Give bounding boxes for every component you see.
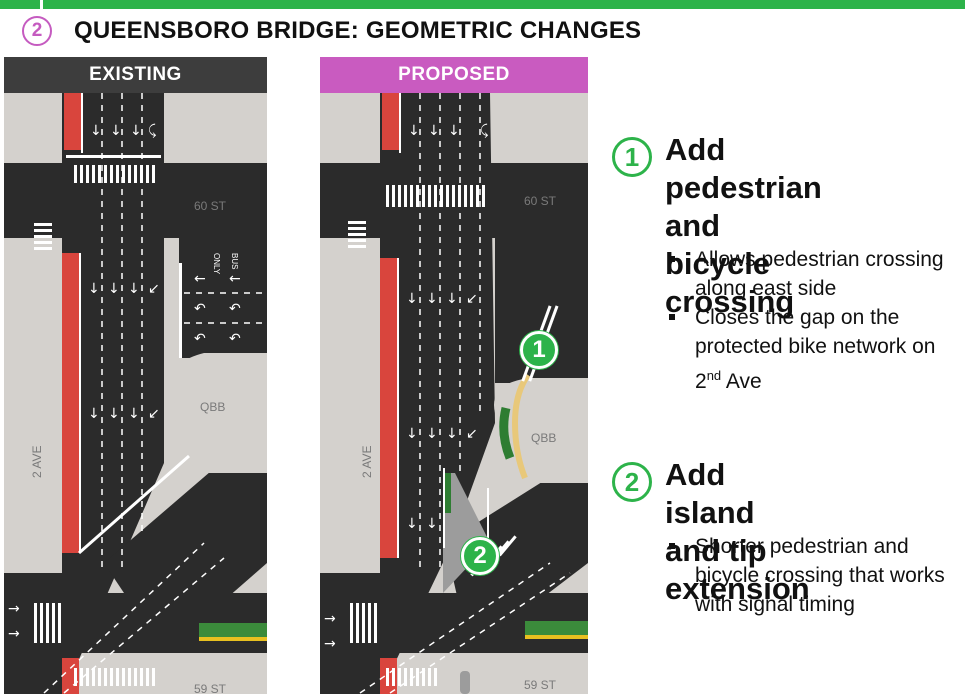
svg-text:→: → [324,636,336,652]
page-title-text: QUEENSBORO BRIDGE: GEOMETRIC CHANGES [74,17,642,44]
svg-text:↓: ↓ [408,123,420,139]
existing-60st-label: 60 ST [194,199,227,213]
top-accent-bar [0,0,965,9]
svg-text:↓: ↓ [108,406,120,422]
svg-text:↓: ↓ [446,291,458,307]
proposed-header: PROPOSED [320,57,588,93]
svg-text:↓: ↓ [446,426,458,442]
existing-panel: EXISTING [4,57,267,694]
svg-text:↓: ↓ [428,123,440,139]
existing-59st-label: 59 ST [194,682,227,694]
svg-text:←: ← [194,271,206,287]
svg-text:↓: ↓ [426,291,438,307]
page-title: 2 QUEENSBORO BRIDGE: GEOMETRIC CHANGES [22,14,641,48]
svg-text:↙: ↙ [148,281,160,297]
svg-text:↓: ↓ [88,406,100,422]
svg-text:↶: ↶ [194,331,206,347]
svg-text:↓: ↓ [130,123,142,139]
svg-text:↓: ↓ [406,516,418,532]
svg-text:↓: ↓ [110,123,122,139]
item-1-bullets: Allows pedestrian crossing along east si… [665,245,965,396]
svg-text:↓: ↓ [426,516,438,532]
svg-text:↙: ↙ [466,291,478,307]
svg-text:→: → [324,611,336,627]
proposed-60st-label: 60 ST [524,194,557,208]
item-2-bullets: Shorter pedestrian and bicycle crossing … [665,532,955,619]
svg-text:↶: ↶ [229,331,241,347]
section-number-badge: 2 [22,16,52,46]
svg-text:↙: ↙ [148,406,160,422]
svg-text:↓: ↓ [406,291,418,307]
pavement-only-marking: ONLY [212,253,221,275]
item-1-bullet-1: Allows pedestrian crossing along east si… [665,245,965,303]
svg-text:⤹: ⤹ [480,123,489,139]
svg-text:↓: ↓ [128,281,140,297]
item-2-heading: Add island and tip extension [665,457,810,606]
svg-text:→: → [8,626,20,642]
item-1-bullet-2: Closes the gap on the protected bike net… [665,303,965,396]
existing-2ave-label: 2 AVE [30,446,44,478]
svg-text:→: → [8,601,20,617]
svg-text:↓: ↓ [406,426,418,442]
svg-text:←: ← [229,271,241,287]
svg-text:↓: ↓ [90,123,102,139]
svg-text:↙: ↙ [466,426,478,442]
svg-text:↶: ↶ [229,301,241,317]
crosswalk-top [74,165,155,183]
proposed-marker-2: 2 [461,537,499,575]
proposed-2ave-label: 2 AVE [360,446,374,478]
item-2-number: 2 [612,462,652,502]
existing-map: ↓ ↓ ↓ ⤹ ↓ ↓ ↓ ↙ ↓ ↓ ↓ ↙ ← ← ↶ ↶ ↶ ↶ → → 60 ST 59 ST Q… [4,93,267,694]
svg-text:↓: ↓ [88,281,100,297]
item-1-heading: Add pedestrian and bicycle crossing [665,132,822,319]
proposed-map: ↓ ↓ ↓ ⤹ ↓ ↓ ↓ ↙ ↓ ↓ ↓ ↙ ↓ ↓ → → 60 ST 59 ST QBB 2 A… [320,93,588,694]
svg-text:↓: ↓ [128,406,140,422]
svg-text:↓: ↓ [448,123,460,139]
item-1-number: 1 [612,137,652,177]
existing-header: EXISTING [4,57,267,93]
svg-text:↶: ↶ [194,301,206,317]
proposed-qbb-label: QBB [531,431,556,445]
pavement-bus-marking: BUS [230,253,239,269]
proposed-panel: PROPOSED [320,57,588,694]
proposed-59st-label: 59 ST [524,678,557,692]
svg-text:⤹: ⤹ [148,123,157,139]
existing-qbb-label: QBB [200,400,225,414]
svg-text:↓: ↓ [426,426,438,442]
item-2-bullet-1: Shorter pedestrian and bicycle crossing … [665,532,955,619]
svg-text:↓: ↓ [108,281,120,297]
proposed-marker-1: 1 [520,331,558,369]
